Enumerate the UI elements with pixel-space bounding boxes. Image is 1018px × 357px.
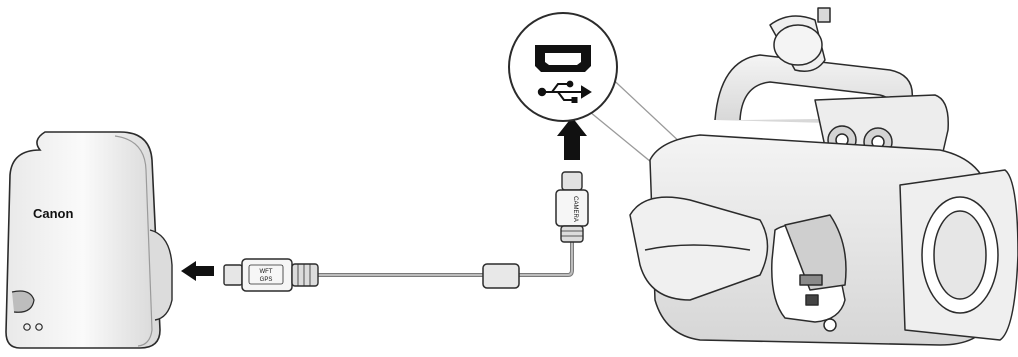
usb-cable [318,242,572,275]
gps-receiver-device: Canon [6,132,172,348]
plug-label-gps: GPS [260,277,273,283]
brand-logo: Canon [33,206,74,221]
plug-label-wft: WFT [260,269,273,275]
plug-label-camera: CAMERA [572,196,578,222]
camcorder [630,8,1018,345]
arrow-up-icon [557,117,587,160]
mini-usb-port-icon [535,45,591,72]
ferrite-core [483,264,519,288]
plug-camera: CAMERA [556,172,588,242]
arrow-left-icon [181,261,214,281]
plug-wft-gps: WFT GPS [224,259,318,291]
